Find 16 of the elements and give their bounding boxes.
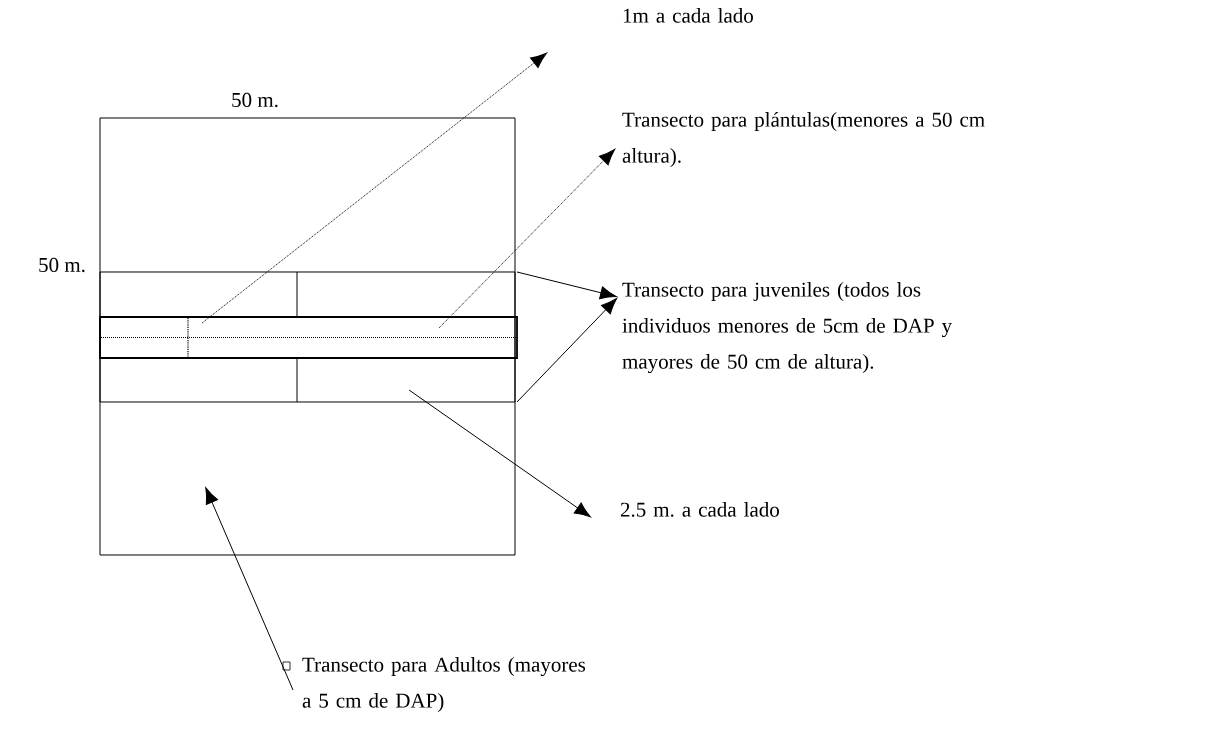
text-label: Transecto para plántulas(menores a 50 cm altura). [622, 112, 985, 168]
plot-square [99, 117, 516, 556]
transect-strip [99, 316, 518, 359]
text-label: Transecto para juveniles (todos los individuos menores de 5cm de DAP y mayores de 50 cm de altura). [622, 282, 953, 374]
dimension-label: 50 m. [232, 92, 278, 108]
text-label: 2.5 m. a cada lado [620, 502, 779, 517]
arrow [201, 52, 547, 324]
text-label: 1m a cada lado [623, 8, 753, 23]
arrow [516, 271, 617, 300]
text-label: Transecto para Adultos (mayores a 5 cm de DAP) [302, 657, 586, 713]
arrow [205, 487, 294, 691]
arrow [438, 148, 616, 329]
dimension-label: 50 m. [39, 257, 85, 273]
transect-band [99, 271, 516, 403]
arrow [408, 389, 591, 518]
arrow [516, 297, 618, 403]
